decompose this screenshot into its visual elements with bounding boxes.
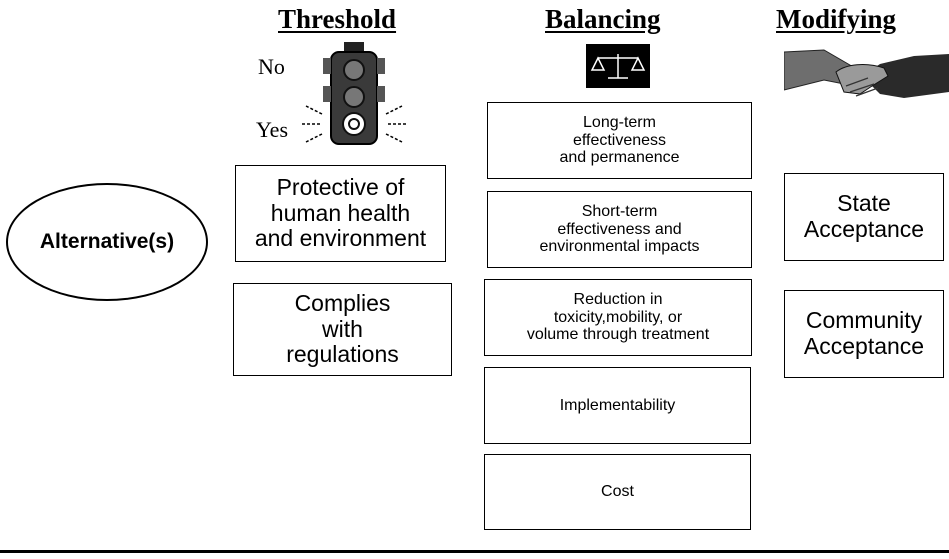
balancing-box-cost: Cost [484, 454, 751, 530]
bottom-divider [0, 550, 949, 553]
modifying-box-label: Community Acceptance [803, 307, 925, 359]
traffic-light-icon [302, 42, 406, 145]
balancing-box-reduction: Reduction in toxicity,mobility, or volum… [484, 279, 752, 356]
header-modifying: Modifying [776, 4, 897, 34]
balancing-box-long-term: Long-term effectiveness and permanence [487, 102, 752, 179]
balancing-box-label: Reduction in toxicity,mobility, or volum… [526, 290, 710, 344]
scales-of-justice-icon [586, 44, 650, 88]
handshake-icon [784, 49, 949, 98]
balancing-box-label: Cost [601, 483, 634, 501]
yes-label: Yes [256, 117, 289, 142]
threshold-box-protective: Protective of human health and environme… [235, 165, 446, 262]
alternatives-label: Alternative(s) [39, 230, 175, 253]
header-threshold: Threshold [278, 4, 397, 34]
threshold-box-label: Protective of human health and environme… [254, 173, 427, 252]
balancing-box-implementability: Implementability [484, 367, 751, 444]
alternatives-ellipse: Alternative(s) [6, 183, 208, 301]
modifying-box-state: State Acceptance [784, 173, 944, 261]
header-balancing: Balancing [545, 4, 661, 34]
threshold-box-label: Complies with regulations [286, 289, 399, 368]
balancing-box-label: Implementability [559, 396, 676, 414]
balancing-box-short-term: Short-term effectiveness and environment… [487, 191, 752, 268]
balancing-box-label: Long-term effectiveness and permanence [559, 113, 680, 167]
modifying-box-label: State Acceptance [803, 190, 925, 242]
threshold-box-complies: Complies with regulations [233, 283, 452, 376]
balancing-box-label: Short-term effectiveness and environment… [539, 202, 700, 256]
no-label: No [258, 54, 285, 79]
modifying-box-community: Community Acceptance [784, 290, 944, 378]
